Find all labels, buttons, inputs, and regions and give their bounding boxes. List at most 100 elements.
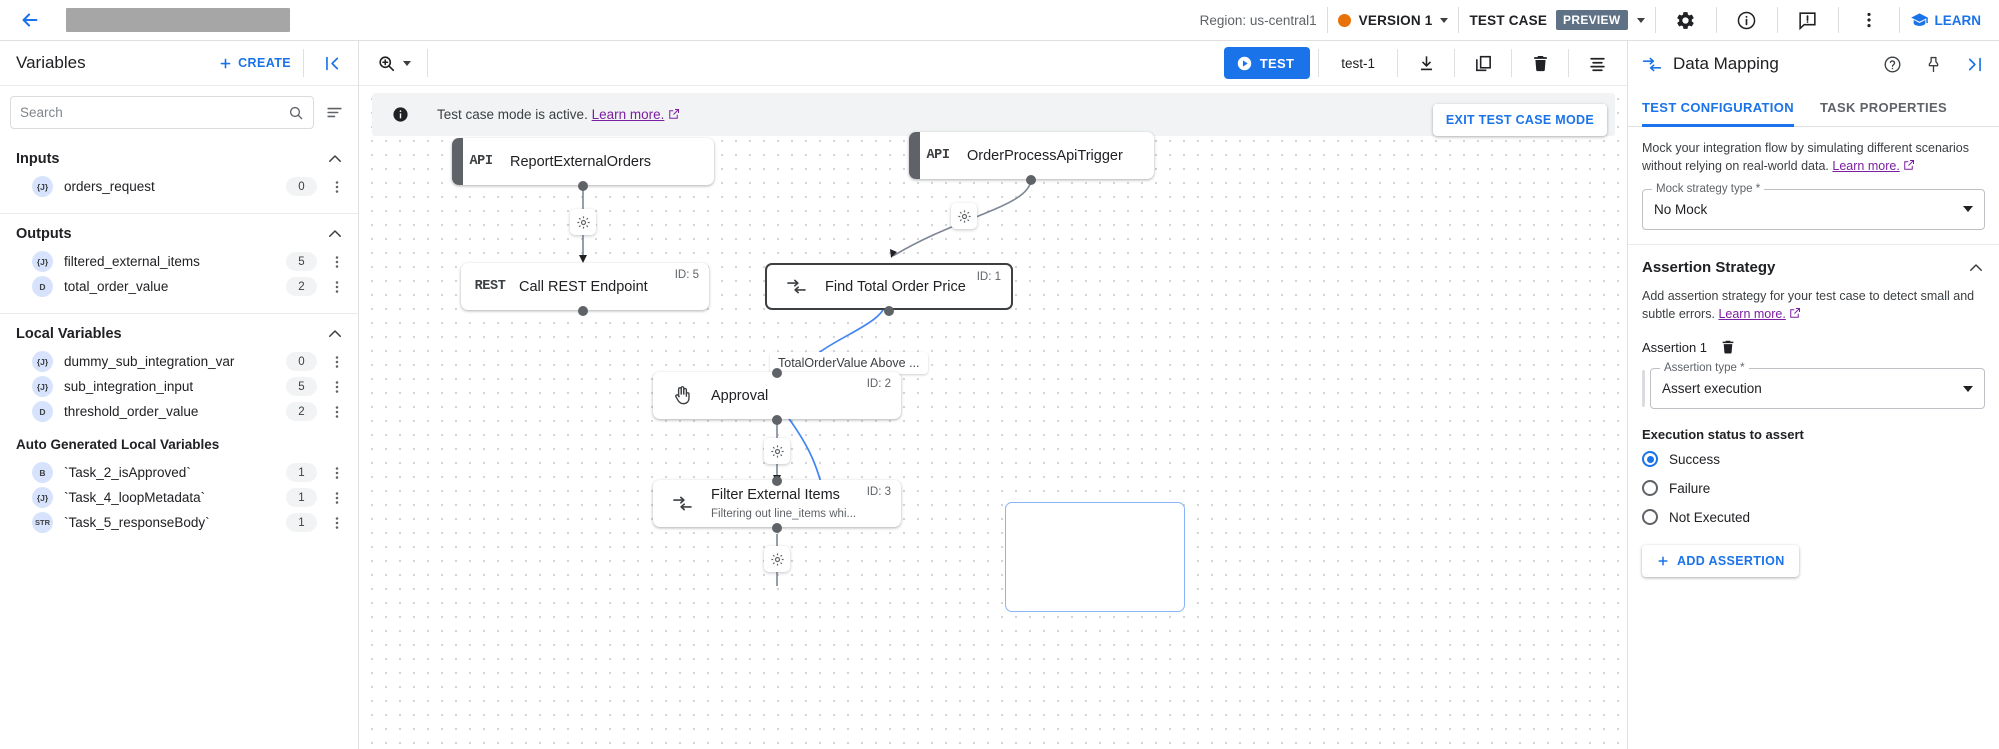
node-title: Call REST Endpoint	[519, 278, 648, 295]
node-output-port[interactable]	[884, 306, 894, 316]
variable-row[interactable]: {J} dummy_sub_integration_var 0	[0, 349, 358, 374]
node-id-label: ID: 5	[674, 269, 699, 281]
edge-settings-gear-icon[interactable]	[764, 546, 790, 572]
edge-settings-gear-icon[interactable]	[764, 438, 790, 464]
data-mapping-icon	[767, 278, 825, 295]
flow-canvas[interactable]: Test case mode is active. Learn more. EX…	[359, 86, 1627, 749]
row-more-icon[interactable]	[328, 465, 346, 481]
row-more-icon[interactable]	[328, 490, 346, 506]
test-case-selector[interactable]: TEST CASE PREVIEW	[1469, 10, 1645, 30]
radio-not-executed[interactable]: Not Executed	[1642, 505, 1985, 529]
sort-icon[interactable]	[320, 99, 348, 127]
node-output-port[interactable]	[578, 306, 588, 316]
variable-name: `Task_4_loopMetadata`	[64, 490, 206, 505]
variable-row[interactable]: B `Task_2_isApproved` 1	[0, 460, 358, 485]
edge-condition-label[interactable]: TotalOrderValue Above ...	[770, 352, 928, 374]
info-icon[interactable]	[1727, 0, 1767, 40]
add-assertion-button[interactable]: ADD ASSERTION	[1642, 545, 1799, 577]
variable-count: 5	[286, 377, 317, 396]
assertion-type-select[interactable]: Assertion type * Assert execution	[1650, 362, 1985, 409]
node-output-port[interactable]	[1026, 175, 1036, 185]
search-box[interactable]	[10, 96, 314, 129]
help-icon[interactable]	[1877, 49, 1907, 79]
download-icon[interactable]	[1406, 43, 1446, 83]
row-more-icon[interactable]	[328, 279, 346, 295]
more-options-icon[interactable]	[1849, 0, 1889, 40]
row-more-icon[interactable]	[328, 404, 346, 420]
variable-type-badge: B	[32, 462, 53, 483]
settings-gear-icon[interactable]	[1666, 0, 1706, 40]
node-output-port[interactable]	[578, 181, 588, 191]
node-output-port[interactable]	[772, 523, 782, 533]
chevron-up-icon[interactable]	[326, 325, 344, 343]
edge-settings-gear-icon[interactable]	[951, 203, 977, 229]
variable-type-badge: {J}	[32, 251, 53, 272]
collapse-panel-icon[interactable]	[318, 49, 346, 77]
assertion-learn-more-link[interactable]: Learn more.	[1718, 306, 1786, 321]
rest-tag-icon: REST	[474, 279, 506, 294]
node-input-port[interactable]	[772, 368, 782, 378]
variable-row[interactable]: {J} sub_integration_input 5	[0, 374, 358, 399]
chevron-up-icon[interactable]	[1967, 259, 1985, 277]
node-input-port[interactable]	[772, 476, 782, 486]
mock-learn-more-link[interactable]: Learn more.	[1832, 159, 1900, 174]
tab-test-configuration[interactable]: TEST CONFIGURATION	[1642, 87, 1794, 127]
node-filter-external-items[interactable]: Filter External Items Filtering out line…	[653, 480, 901, 527]
variable-row[interactable]: D threshold_order_value 2	[0, 399, 358, 424]
collapse-right-icon[interactable]	[1959, 49, 1989, 79]
group-title: Local Variables	[16, 326, 122, 342]
banner-text: Test case mode is active. Learn more.	[437, 107, 680, 122]
tab-task-properties[interactable]: TASK PROPERTIES	[1819, 99, 1948, 115]
node-report-external-orders[interactable]: API ReportExternalOrders	[452, 138, 714, 185]
variable-row[interactable]: STR `Task_5_responseBody` 1	[0, 510, 358, 535]
row-more-icon[interactable]	[328, 254, 346, 270]
node-output-port[interactable]	[772, 415, 782, 425]
search-input[interactable]	[20, 105, 282, 120]
row-more-icon[interactable]	[328, 515, 346, 531]
chevron-up-icon[interactable]	[326, 150, 344, 168]
row-more-icon[interactable]	[328, 179, 346, 195]
node-id-label: ID: 3	[866, 486, 891, 498]
approval-hand-icon	[653, 385, 711, 406]
chevron-up-icon[interactable]	[326, 225, 344, 243]
variable-row[interactable]: {J} `Task_4_loopMetadata` 1	[0, 485, 358, 510]
group-header-local-variables[interactable]: Local Variables	[0, 314, 358, 349]
assertion-section-header[interactable]: Assertion Strategy	[1642, 259, 1985, 277]
node-placeholder-highlighted[interactable]	[1005, 502, 1185, 612]
variables-search-row	[0, 86, 358, 139]
group-header-outputs[interactable]: Outputs	[0, 214, 358, 249]
radio-failure[interactable]: Failure	[1642, 476, 1985, 500]
variable-row[interactable]: {J} orders_request 0	[0, 174, 358, 199]
row-more-icon[interactable]	[328, 379, 346, 395]
delete-assertion-icon[interactable]	[1720, 339, 1736, 355]
mock-strategy-type-select[interactable]: Mock strategy type * No Mock	[1642, 182, 1985, 230]
node-approval[interactable]: Approval ID: 2	[653, 372, 901, 419]
exit-test-case-mode-button[interactable]: EXIT TEST CASE MODE	[1432, 104, 1607, 136]
list-icon[interactable]	[1577, 43, 1617, 83]
variable-name: total_order_value	[64, 279, 169, 294]
radio-circle-icon	[1642, 480, 1658, 496]
feedback-icon[interactable]	[1788, 0, 1828, 40]
variable-row[interactable]: D total_order_value 2	[0, 274, 358, 299]
version-selector[interactable]: VERSION 1	[1337, 13, 1449, 28]
pin-icon[interactable]	[1918, 49, 1948, 79]
learn-button[interactable]: LEARN	[1910, 11, 1988, 30]
variable-count: 1	[286, 513, 317, 532]
variable-count: 0	[286, 177, 317, 196]
variable-row[interactable]: {J} filtered_external_items 5	[0, 249, 358, 274]
run-test-button[interactable]: TEST	[1223, 47, 1311, 79]
node-find-total-order-price[interactable]: Find Total Order Price ID: 1	[765, 263, 1013, 310]
group-title: Inputs	[16, 151, 60, 167]
edge-settings-gear-icon[interactable]	[570, 209, 596, 235]
radio-success[interactable]: Success	[1642, 447, 1985, 471]
group-header-inputs[interactable]: Inputs	[0, 139, 358, 174]
row-more-icon[interactable]	[328, 354, 346, 370]
copy-icon[interactable]	[1463, 43, 1503, 83]
banner-learn-more-link[interactable]: Learn more.	[591, 107, 665, 122]
node-call-rest-endpoint[interactable]: REST Call REST Endpoint ID: 5	[461, 263, 709, 310]
trash-icon[interactable]	[1520, 43, 1560, 83]
back-arrow-icon[interactable]	[12, 2, 48, 38]
create-variable-button[interactable]: CREATE	[218, 56, 291, 71]
zoom-control[interactable]	[369, 50, 419, 77]
node-order-process-api-trigger[interactable]: API OrderProcessApiTrigger	[909, 132, 1154, 179]
